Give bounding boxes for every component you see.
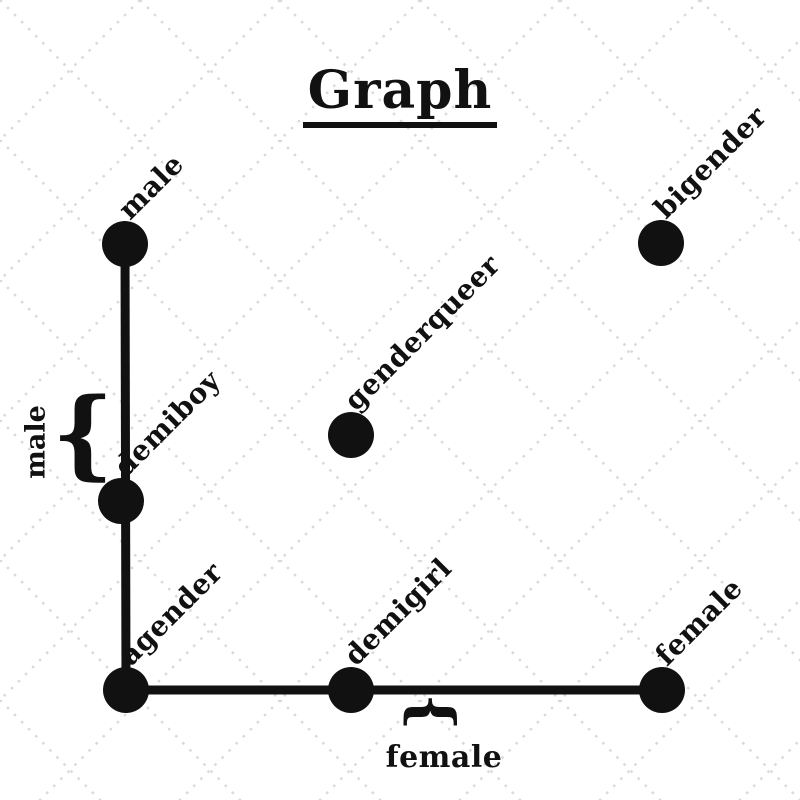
- left-brace-label: male: [20, 405, 52, 479]
- node-dot-icon: [98, 478, 144, 524]
- diagram-title: Graph: [0, 60, 800, 128]
- node-dot-icon: [638, 220, 684, 266]
- bottom-curly-brace-icon: {: [399, 693, 467, 731]
- left-curly-brace-icon: {: [52, 377, 114, 490]
- node-dot-icon: [103, 667, 149, 713]
- graph-edge-male-agender: [120, 243, 131, 691]
- node-dot-icon: [328, 412, 374, 458]
- node-dot-icon: [102, 221, 148, 267]
- diagram-title-text: Graph: [302, 60, 498, 128]
- bottom-brace-label: female: [385, 740, 503, 775]
- node-dot-icon: [328, 667, 374, 713]
- node-dot-icon: [639, 667, 685, 713]
